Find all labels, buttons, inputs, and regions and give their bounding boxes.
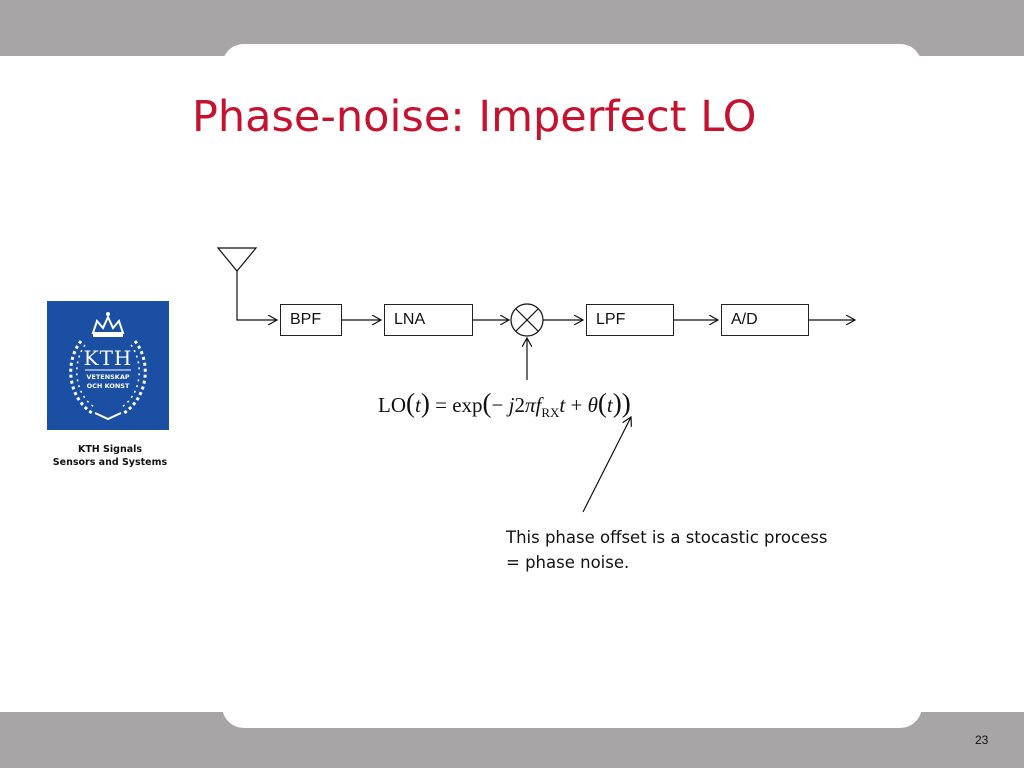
formula-equals: = [435, 393, 447, 417]
block-ad-label: A/D [731, 311, 758, 328]
page-number: 23 [975, 733, 989, 747]
block-bpf: BPF [280, 304, 342, 336]
formula-t3: t [606, 393, 613, 417]
block-bpf-label: BPF [290, 311, 322, 328]
annotation-line1: This phase offset is a stocastic process [506, 528, 828, 547]
block-ad: A/D [721, 304, 809, 336]
formula-j: j [508, 393, 515, 417]
formula-two: 2 [514, 393, 525, 417]
arrow-annotation-theta [582, 417, 631, 513]
block-lpf-label: LPF [596, 311, 626, 328]
kth-logo: KTH VETENSKAP OCH KONST [47, 301, 169, 430]
slide-title: Phase-noise: Imperfect LO [192, 92, 757, 142]
formula-plus: + [570, 393, 583, 417]
logo-motto-line2: OCH KONST [86, 382, 130, 390]
formula-theta: θ [587, 393, 598, 417]
content-tab [222, 44, 922, 728]
formula-minus: − [491, 393, 504, 417]
formula-lo: LO [378, 393, 406, 417]
block-lna-label: LNA [394, 311, 426, 328]
org-name-line2: Sensors and Systems [52, 457, 168, 468]
org-name-line1: KTH Signals [77, 444, 143, 455]
annotation-line2: = phase noise. [506, 553, 630, 572]
formula-f: f [535, 393, 542, 417]
formula-t2: t [559, 393, 566, 417]
logo-motto-line1: VETENSKAP [86, 373, 130, 381]
formula-sub-rx: RX [541, 405, 560, 421]
block-lna: LNA [384, 304, 473, 336]
antenna-feed-line [236, 271, 277, 320]
formula-t: t [415, 393, 421, 417]
lo-formula: LO(t) = exp(− j2πfRXt + θ(t)) [378, 388, 631, 421]
block-lpf: LPF [586, 304, 674, 336]
formula-exp: exp [452, 393, 483, 417]
formula-pi: π [524, 393, 536, 417]
antenna-icon [216, 247, 258, 272]
logo-kth-text: KTH [83, 346, 133, 370]
kth-emblem-icon [69, 312, 147, 421]
mixer-icon [510, 303, 544, 337]
